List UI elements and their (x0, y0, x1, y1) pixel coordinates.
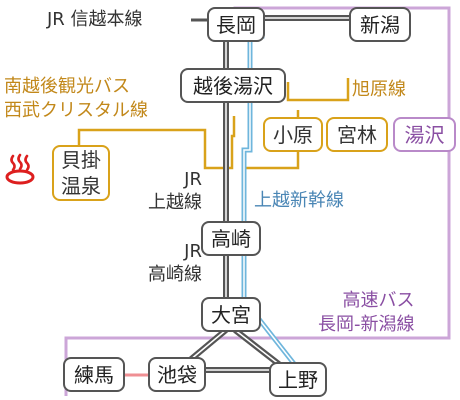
station-nagaoka[interactable]: 長岡 (207, 7, 265, 42)
station-ohara[interactable]: 小原 (263, 117, 323, 152)
hot-spring-icon (5, 153, 35, 185)
station-niigata[interactable]: 新潟 (349, 7, 411, 42)
highway-bus-label: 高速バス 長岡-新潟線 (318, 290, 415, 335)
jr-joetsu-line-label: JR 上越線 (148, 169, 202, 213)
station-takasaki[interactable]: 高崎 (201, 221, 261, 256)
station-ueno[interactable]: 上野 (269, 362, 327, 397)
jr-lines (188, 15, 350, 373)
station-echigo-yuzawa[interactable]: 越後湯沢 (180, 68, 286, 103)
jr-shinetsu-line-label: JR 信越本線 (47, 9, 143, 30)
station-nerima[interactable]: 練馬 (63, 357, 125, 392)
station-omiya[interactable]: 大宮 (201, 297, 261, 332)
station-miyabayashi[interactable]: 宮林 (326, 117, 388, 152)
station-ikebukuro[interactable]: 池袋 (148, 357, 206, 392)
asahihara-line-label: 旭原線 (352, 79, 406, 100)
station-kaikake-onsen[interactable]: 貝掛 温泉 (52, 145, 110, 201)
station-yuzawa[interactable]: 湯沢 (393, 117, 456, 152)
bus-route-yuzawa-kaikake (77, 116, 236, 170)
bus-route-asahihara (286, 78, 350, 102)
jr-takasaki-line-label: JR 高崎線 (148, 241, 202, 285)
minami-echigo-bus-label: 南越後観光バス 西武クリスタル線 (4, 76, 148, 121)
joetsu-shinkansen-label: 上越新幹線 (254, 190, 344, 211)
